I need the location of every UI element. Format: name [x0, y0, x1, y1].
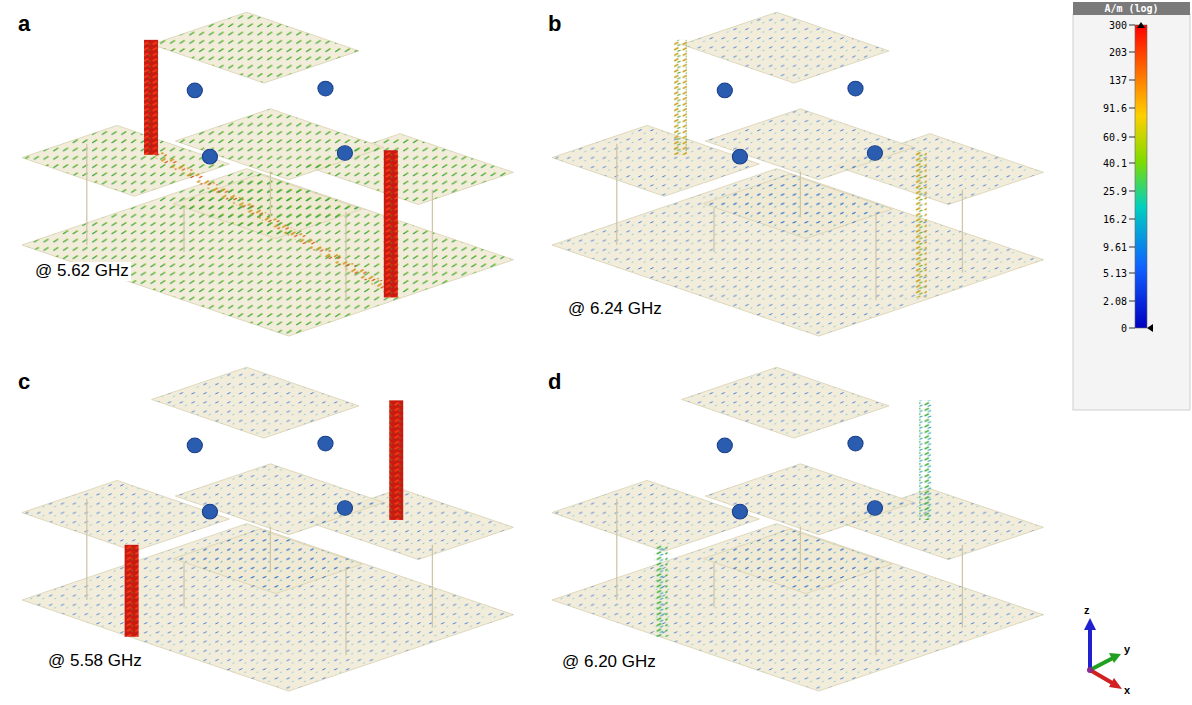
axis-label: y [1124, 643, 1130, 655]
frequency-label: @ 5.62 GHz [33, 262, 131, 281]
colorbar-unit: A/m (log) [1104, 3, 1158, 14]
colorbar-tick: 2.08 [1103, 296, 1127, 307]
panel-letter: d [548, 370, 561, 394]
panel-letter: b [548, 12, 561, 36]
colorbar-tick: 203 [1109, 47, 1127, 58]
frequency-label: @ 6.20 GHz [560, 653, 658, 672]
colorbar-tick: 0 [1121, 323, 1127, 334]
axis-label: z [1084, 604, 1090, 616]
colorbar-tick: 25.9 [1103, 186, 1127, 197]
colorbar-tick: 91.6 [1103, 103, 1127, 114]
panel-letter: a [18, 12, 30, 36]
colorbar-tick: 300 [1109, 20, 1127, 31]
colorbar-tick: 137 [1109, 75, 1127, 86]
frequency-label: @ 6.24 GHz [566, 300, 664, 319]
colorbar-tick: 40.1 [1103, 158, 1127, 169]
colorbar-tick: 5.13 [1103, 268, 1127, 279]
colorbar-tick: 60.9 [1103, 132, 1127, 143]
panel-letter: c [18, 370, 30, 394]
frequency-label: @ 5.58 GHz [46, 652, 144, 671]
colorbar-tick: 9.61 [1103, 242, 1127, 253]
axis-label: x [1124, 684, 1130, 696]
colorbar-tick: 16.2 [1103, 214, 1127, 225]
